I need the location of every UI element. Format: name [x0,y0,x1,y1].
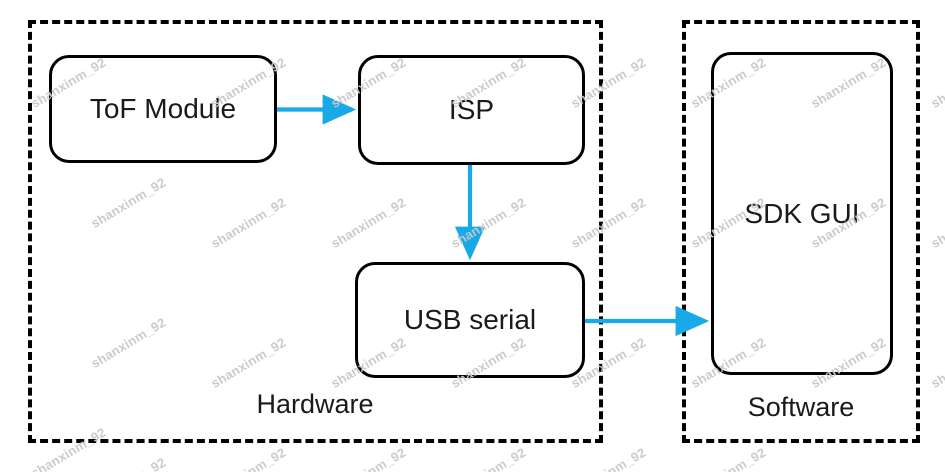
node-sdk-gui-label: SDK GUI [744,197,860,229]
node-usb-serial[interactable]: USB serial [355,262,585,378]
watermark-text: shanxinm_92 [328,445,408,472]
node-usb-serial-label: USB serial [403,304,537,335]
node-tof-module-label: ToF Module [89,93,237,124]
node-isp[interactable]: ISP [358,55,585,165]
group-label-hardware: Hardware [256,389,374,419]
group-panel-software [682,20,920,443]
group-panel-hardware [28,20,603,443]
watermark-text: shanxinm_92 [928,54,945,111]
watermark-text: shanxinm_92 [688,445,768,472]
node-isp-label: ISP [448,94,495,125]
group-label-software: Software [747,392,855,422]
watermark-text: shanxinm_92 [568,445,648,472]
watermark-text: shanxinm_92 [88,455,168,472]
watermark-text: shanxinm_92 [448,445,528,472]
node-tof-module[interactable]: ToF Module [49,55,277,163]
watermark-text: shanxinm_92 [928,334,945,391]
watermark-text: shanxinm_92 [928,194,945,251]
watermark-text: shanxinm_92 [208,445,288,472]
node-sdk-gui[interactable]: SDK GUI [711,52,893,375]
